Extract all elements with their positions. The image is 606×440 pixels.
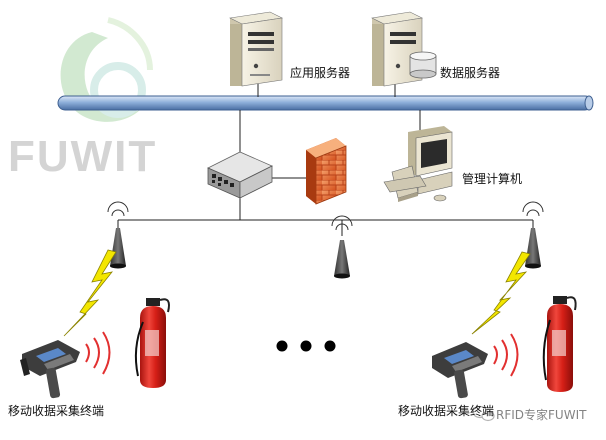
network-bus <box>57 95 594 111</box>
signal-waves-icon <box>85 331 111 375</box>
antenna-icon <box>107 201 129 269</box>
watermark-brand: FUWIT <box>8 132 158 181</box>
terminal-label-right: 移动收据采集终端 <box>398 404 495 418</box>
firewall-icon <box>306 138 347 205</box>
wechat-icon <box>472 405 495 422</box>
antenna-icon <box>522 201 544 269</box>
fire-extinguisher-icon <box>542 296 577 392</box>
lightning-icon <box>471 251 531 335</box>
fire-extinguisher-icon <box>134 298 170 388</box>
handheld-terminal-icon <box>20 340 80 399</box>
antenna-icon <box>331 215 353 279</box>
lightning-icon <box>63 249 117 337</box>
app-server-label: 应用服务器 <box>290 66 351 80</box>
ellipsis-icon <box>276 340 336 352</box>
database-icon <box>409 51 437 79</box>
app-server-icon <box>229 11 283 87</box>
handheld-terminal-icon <box>432 342 488 399</box>
terminal-label-left: 移动收据采集终端 <box>8 404 105 418</box>
watermark-footer: RFID专家FUWIT <box>496 408 587 422</box>
network-switch-icon <box>207 151 273 199</box>
mgmt-computer-label: 管理计算机 <box>462 172 523 186</box>
data-server-label: 数据服务器 <box>440 66 501 80</box>
signal-waves-icon <box>493 333 519 377</box>
desktop-computer-icon <box>383 126 453 202</box>
